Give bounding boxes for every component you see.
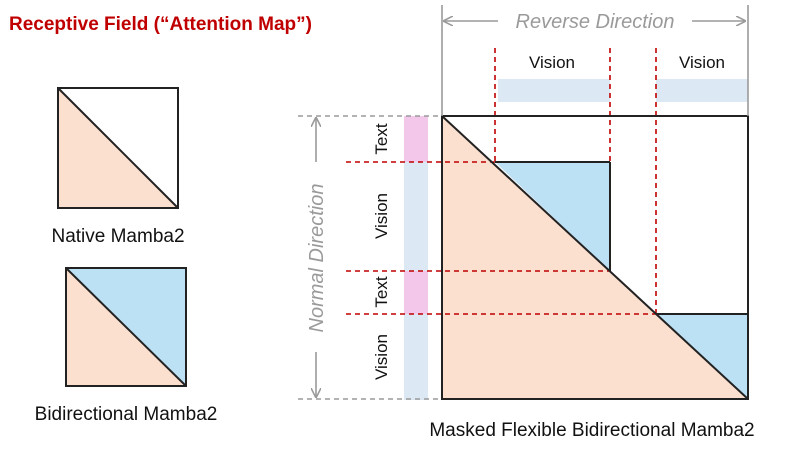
- side-text-band-1: [404, 116, 428, 162]
- masked-matrix-border: [441, 115, 749, 400]
- bidirectional-mamba2-diagram: [65, 267, 187, 387]
- side-vision-band: [404, 116, 428, 400]
- bidirectional-mamba2-caption: Bidirectional Mamba2: [35, 404, 218, 425]
- red-dashed-guides: [346, 48, 657, 315]
- masked-block-edges: [495, 161, 748, 315]
- side-label-vision-2: Vision: [372, 334, 391, 380]
- top-label-vision-2: Vision: [679, 53, 725, 72]
- side-label-vision-1: Vision: [372, 193, 391, 239]
- masked-mamba2-caption: Masked Flexible Bidirectional Mamba2: [429, 420, 754, 441]
- top-vision-band-2: [656, 79, 748, 102]
- bidirectional-matrix-border: [65, 267, 187, 387]
- masked-diagonal: [441, 115, 749, 400]
- side-label-text-2: Text: [372, 276, 391, 307]
- normal-direction-label: Normal Direction: [306, 184, 328, 333]
- reverse-direction-axis: [441, 5, 749, 116]
- native-mamba2-caption: Native Mamba2: [51, 226, 184, 247]
- side-label-text-1: Text: [372, 123, 391, 154]
- diagram-title: Receptive Field (“Attention Map”): [9, 14, 312, 35]
- reverse-direction-label: Reverse Direction: [516, 11, 675, 33]
- top-vision-band-1: [498, 79, 610, 102]
- gray-dashed-guides: [298, 115, 442, 400]
- native-mamba2-diagram: [57, 87, 179, 209]
- side-text-band-2: [404, 271, 428, 314]
- native-matrix-border: [57, 87, 179, 209]
- native-diagonal: [57, 87, 179, 209]
- bidirectional-diagonal: [65, 267, 187, 387]
- top-label-vision-1: Vision: [529, 53, 575, 72]
